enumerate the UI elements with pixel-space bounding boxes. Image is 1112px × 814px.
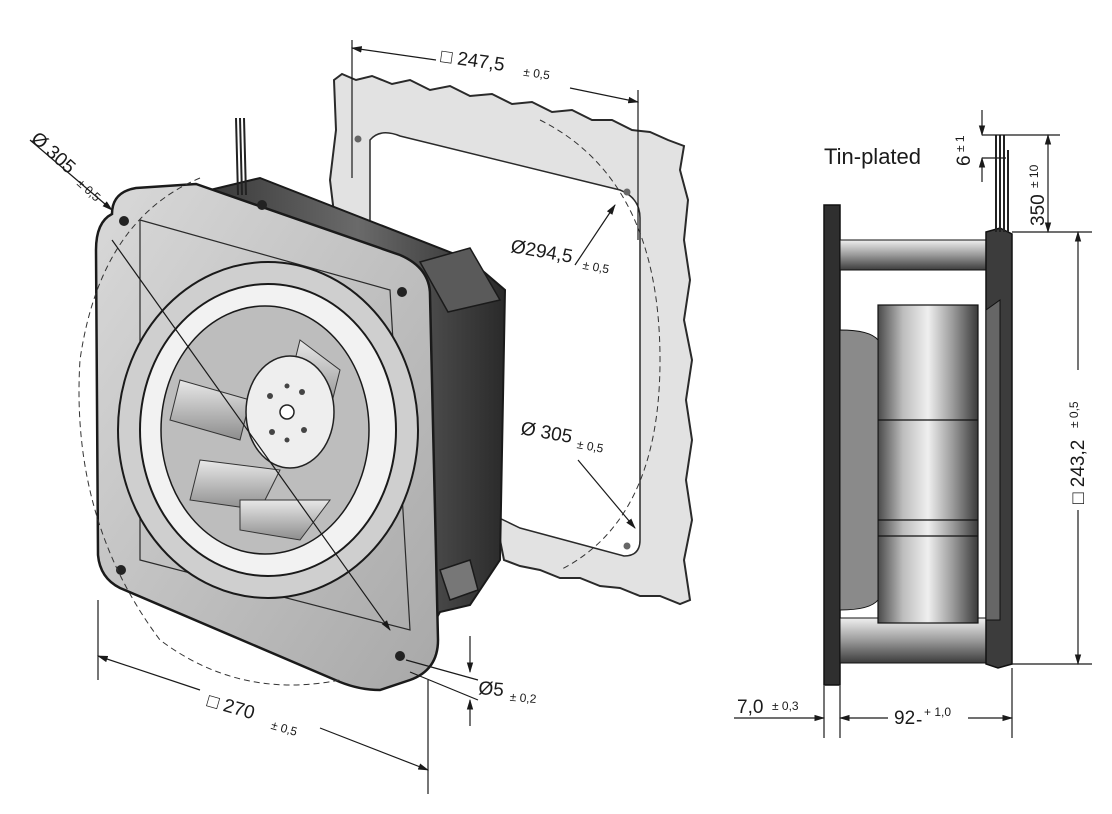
dim-wire-strip: 6 ± 1 bbox=[953, 135, 975, 166]
svg-text:Ø5: Ø5 bbox=[478, 678, 505, 701]
svg-text:Ø 305: Ø 305 bbox=[27, 128, 80, 178]
svg-text:± 0,5: ± 0,5 bbox=[1067, 401, 1081, 428]
svg-text:± 0,2: ± 0,2 bbox=[509, 690, 537, 706]
svg-text:7,0: 7,0 bbox=[737, 697, 763, 718]
svg-text:± 0,5: ± 0,5 bbox=[269, 718, 299, 739]
dim-hole-diameter: Ø5 ± 0,2 bbox=[478, 678, 538, 706]
fan-side-view bbox=[823, 135, 1013, 686]
dim-flange-thickness: 7,0 ± 0,3 bbox=[737, 697, 799, 718]
fan-iso-view bbox=[78, 117, 507, 692]
dim-depth: 92 + 1,0 - bbox=[894, 705, 951, 731]
svg-text:± 0,3: ± 0,3 bbox=[772, 699, 799, 713]
dim-flange-square: □ 270 ± 0,5 bbox=[205, 691, 300, 739]
svg-text:6: 6 bbox=[954, 155, 975, 166]
dimension-lines bbox=[29, 40, 1092, 794]
dim-flange-circle: Ø 305 ± 0,5 bbox=[27, 128, 104, 204]
dim-wire-length: 350 ± 10 bbox=[1027, 164, 1049, 226]
svg-text:350: 350 bbox=[1028, 194, 1049, 226]
svg-text:± 0,5: ± 0,5 bbox=[74, 176, 103, 204]
svg-text:+ 1,0: + 1,0 bbox=[924, 705, 951, 719]
svg-text:92: 92 bbox=[894, 708, 915, 729]
svg-text:□ 270: □ 270 bbox=[205, 691, 257, 725]
svg-text:± 10: ± 10 bbox=[1027, 164, 1041, 188]
svg-text:□ 243,2: □ 243,2 bbox=[1068, 440, 1089, 504]
svg-text:□ 247,5: □ 247,5 bbox=[439, 46, 506, 76]
svg-text:-: - bbox=[916, 710, 922, 731]
svg-text:± 1: ± 1 bbox=[953, 135, 967, 152]
dim-cutout-square: □ 247,5 ± 0,5 bbox=[439, 46, 551, 83]
svg-text:± 0,5: ± 0,5 bbox=[582, 258, 611, 276]
wire-label: Tin-plated bbox=[824, 144, 921, 169]
svg-text:± 0,5: ± 0,5 bbox=[522, 65, 551, 83]
svg-text:± 0,5: ± 0,5 bbox=[576, 437, 605, 455]
dim-body-square: □ 243,2 ± 0,5 bbox=[1067, 401, 1089, 504]
